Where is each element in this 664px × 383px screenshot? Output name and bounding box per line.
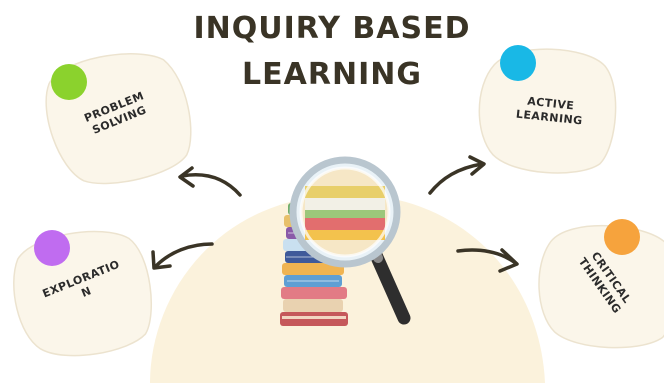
dot-problem-solving xyxy=(51,64,87,100)
dot-active-learning xyxy=(500,45,536,81)
arrow-to-critical-thinking xyxy=(456,248,519,273)
arrow-to-active-learning xyxy=(428,155,486,195)
arrow-to-exploration xyxy=(151,242,214,270)
dot-critical-thinking xyxy=(604,219,640,255)
arrow-to-problem-solving xyxy=(178,166,242,197)
title-line-1: INQUIRY BASED xyxy=(193,11,471,46)
center-blob xyxy=(150,194,545,383)
title-line-2: LEARNING xyxy=(242,57,422,92)
dot-exploration xyxy=(34,230,70,266)
magnifying-glass-icon xyxy=(289,156,411,325)
